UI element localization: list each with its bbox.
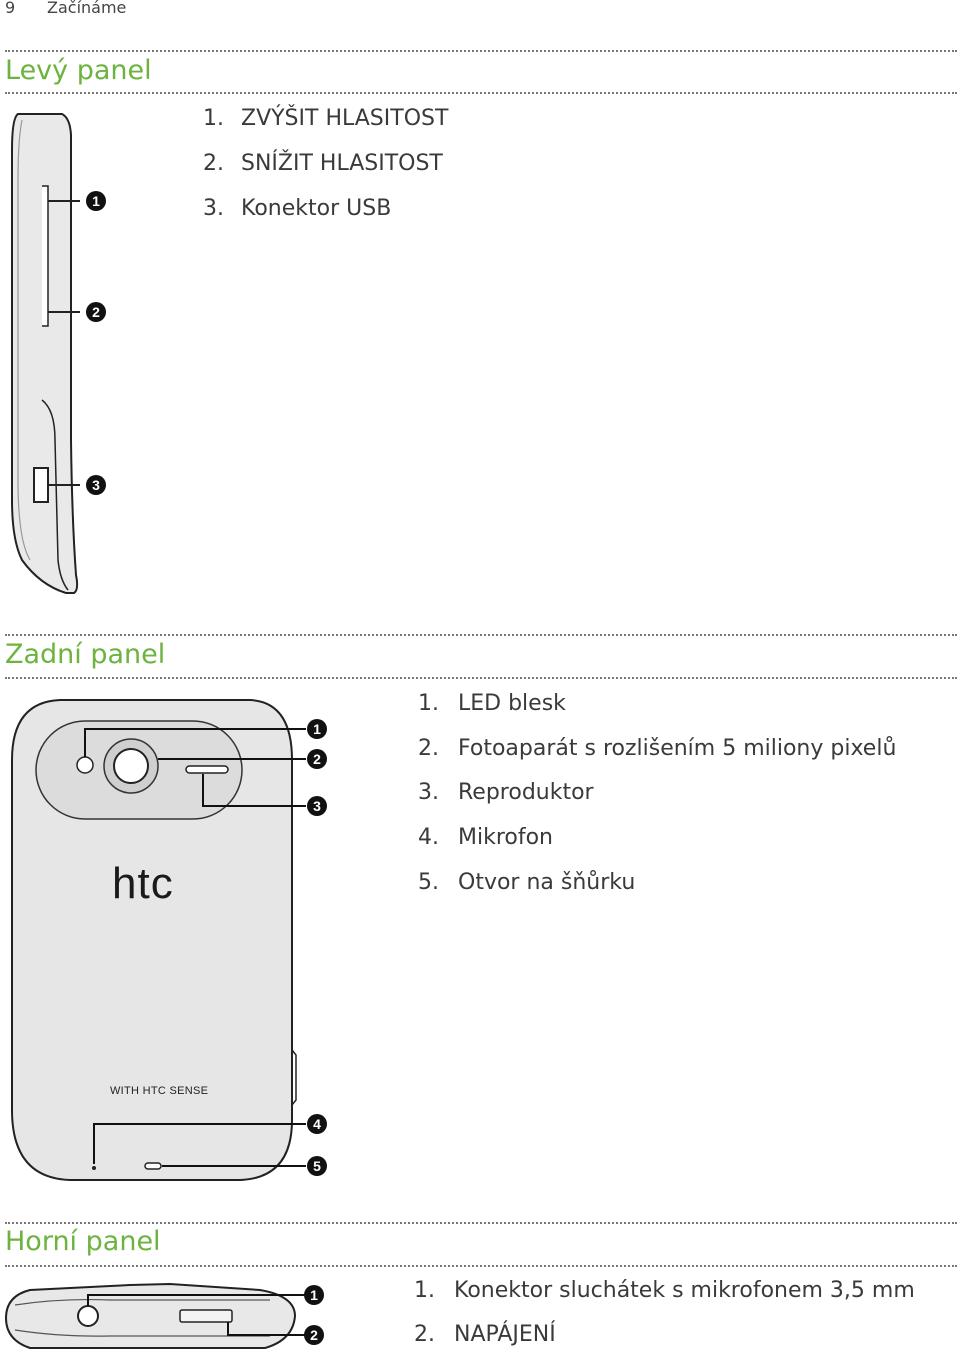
item-number: 1. bbox=[203, 106, 224, 131]
section-title-top-panel: Horní panel bbox=[5, 1226, 161, 1257]
callout-number: 2 bbox=[310, 1327, 318, 1343]
callout-number: 3 bbox=[92, 477, 100, 493]
speaker-grille-icon bbox=[185, 765, 229, 774]
left-callout-2-badge: 2 bbox=[86, 302, 106, 322]
callout-number: 2 bbox=[92, 304, 100, 320]
item-number: 1. bbox=[418, 691, 439, 716]
section-divider bbox=[5, 677, 957, 679]
left-callout-3-badge: 3 bbox=[86, 475, 106, 495]
section-divider bbox=[5, 634, 957, 636]
item-number: 5. bbox=[418, 869, 439, 895]
back-callout-1-badge: 1 bbox=[307, 719, 327, 739]
item-number: 3. bbox=[203, 196, 224, 221]
back-callout-4-badge: 4 bbox=[307, 1114, 327, 1134]
item-number: 2. bbox=[203, 151, 224, 176]
item-number: 1. bbox=[414, 1278, 435, 1303]
item-text: Otvor na šňůrku bbox=[458, 869, 636, 895]
htc-sense-tagline: WITH HTC SENSE bbox=[110, 1085, 208, 1097]
chapter-title: Začínáme bbox=[47, 0, 127, 17]
callout-number: 1 bbox=[310, 1287, 318, 1303]
section-divider bbox=[5, 1222, 957, 1224]
back-callout-3-badge: 3 bbox=[307, 796, 327, 816]
section-divider bbox=[5, 50, 957, 52]
htc-logo: htc bbox=[112, 859, 174, 908]
section-divider bbox=[5, 1265, 957, 1267]
callout-number: 2 bbox=[313, 751, 321, 767]
item-text: Konektor USB bbox=[241, 196, 392, 221]
item-text: Mikrofon bbox=[458, 825, 554, 851]
item-number: 2. bbox=[418, 735, 439, 761]
item-text: SNÍŽIT HLASITOST bbox=[241, 151, 443, 176]
back-callout-5-badge: 5 bbox=[307, 1156, 327, 1176]
page-number: 9 bbox=[5, 0, 16, 17]
item-text: LED blesk bbox=[458, 691, 566, 716]
strap-hole-icon bbox=[144, 1162, 162, 1170]
section-divider bbox=[5, 92, 957, 94]
item-text: Konektor sluchátek s mikrofonem 3,5 mm bbox=[454, 1278, 915, 1303]
item-number: 3. bbox=[418, 780, 439, 806]
phone-top-illustration bbox=[4, 1282, 306, 1349]
top-callout-1-badge: 1 bbox=[304, 1285, 324, 1305]
left-callout-1-badge: 1 bbox=[86, 191, 106, 211]
item-number: 4. bbox=[418, 825, 439, 851]
item-text: ZVÝŠIT HLASITOST bbox=[241, 106, 449, 131]
callout-number: 4 bbox=[313, 1116, 321, 1132]
power-button-icon bbox=[179, 1309, 233, 1323]
microphone-hole-icon bbox=[92, 1166, 96, 1170]
item-text: Fotoaparát s rozlišením 5 miliony pixelů bbox=[458, 735, 897, 761]
back-callout-2-badge: 2 bbox=[307, 749, 327, 769]
callout-number: 5 bbox=[313, 1158, 321, 1174]
callout-number: 3 bbox=[313, 798, 321, 814]
section-title-left-panel: Levý panel bbox=[5, 55, 152, 86]
phone-back-illustration: htc WITH HTC SENSE bbox=[11, 699, 306, 1181]
phone-side-illustration bbox=[11, 113, 80, 594]
top-callout-2-badge: 2 bbox=[304, 1325, 324, 1345]
callout-number: 1 bbox=[92, 193, 100, 209]
headset-jack-icon bbox=[77, 1305, 99, 1327]
item-text: Reproduktor bbox=[458, 780, 594, 806]
section-title-back-panel: Zadní panel bbox=[5, 639, 166, 670]
item-text: NAPÁJENÍ bbox=[454, 1322, 556, 1347]
callout-number: 1 bbox=[313, 721, 321, 737]
item-number: 2. bbox=[414, 1322, 435, 1347]
